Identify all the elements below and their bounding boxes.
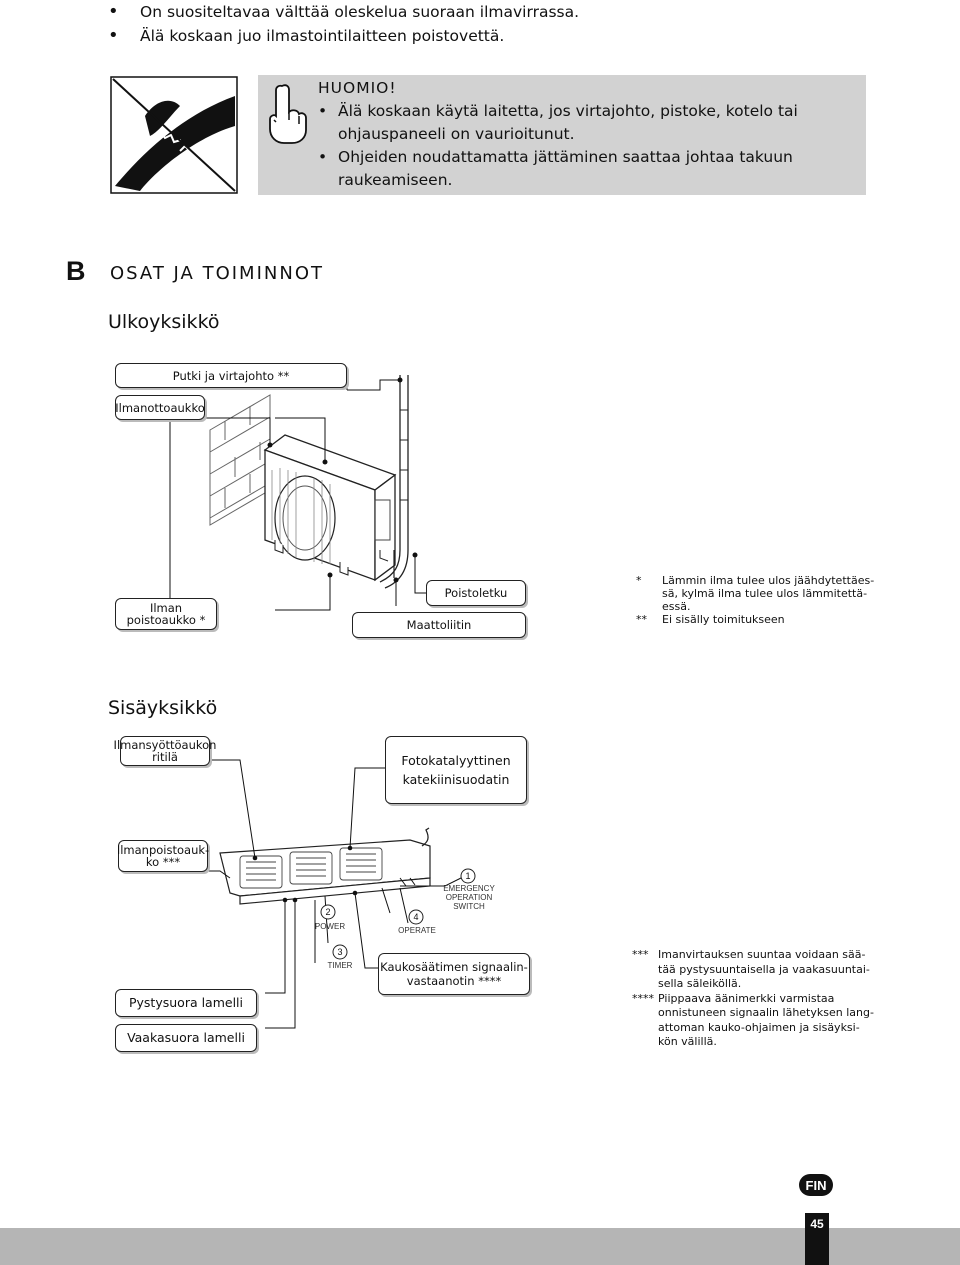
timer-label: TIMER (328, 961, 353, 970)
bullet-item: Älä koskaan juo ilmastointilaitteen pois… (108, 24, 579, 48)
warning-title: HUOMIO! (318, 79, 397, 97)
section-letter: B (66, 256, 86, 286)
pointing-hand-icon (269, 84, 307, 144)
panel-number: 1 (465, 871, 470, 881)
label-air-outlet-indoor: Ilmanpoistoauk- ko *** (116, 840, 210, 872)
panel-number: 4 (413, 912, 418, 922)
indoor-notes: *** Imanvirtauksen suuntaa voidaan sää- t… (632, 948, 882, 1048)
no-damaged-cable-icon (110, 76, 238, 194)
emergency-label: EMERGENCY (443, 884, 495, 893)
note-text: onnistuneen signaalin lähetyksen lang- (658, 1006, 874, 1019)
note-text: Ei sisälly toimitukseen (662, 613, 785, 626)
page-number: 45 (805, 1213, 829, 1265)
warning-item: Älä koskaan käytä laitetta, jos virtajoh… (318, 100, 858, 146)
emergency-label: SWITCH (453, 902, 485, 911)
indoor-unit-diagram: 1 2 4 3 EMERGENCY OPERATION SWITCH POWER… (205, 759, 495, 1029)
label-vertical-louver: Pystysuora lamelli (115, 989, 257, 1017)
section-title: OSAT JA TOIMINNOT (110, 263, 324, 284)
note-text: Imanvirtauksen suuntaa voidaan sää- (658, 948, 866, 961)
note-text: kön välillä. (658, 1035, 717, 1048)
label-air-outlet: Ilman poistoaukko * (115, 598, 217, 630)
label-line: Ilmanpoistoauk- (116, 843, 210, 857)
note-text: essä. (662, 600, 691, 613)
note-text: Piippaava äänimerkki varmistaa (658, 991, 835, 1005)
label-photocatalytic-filter: Fotokatalyyttinen katekiinisuodatin (385, 736, 527, 804)
label-horizontal-louver: Vaakasuora lamelli (115, 1024, 257, 1052)
operate-label: OPERATE (398, 926, 436, 935)
note-mark: ** (636, 613, 647, 626)
label-signal-receiver: Kaukosäätimen signaalin- vastaanotin ***… (378, 953, 530, 995)
label-drain-hose: Poistoletku (426, 580, 526, 606)
emergency-label: OPERATION (446, 893, 493, 902)
label-ground-terminal: Maattoliitin (352, 612, 526, 638)
label-line: ko *** (145, 855, 181, 869)
note-text: sella säleiköllä. (658, 977, 742, 990)
panel-number: 2 (325, 907, 330, 917)
note-text: sä, kylmä ilma tulee ulos lämmitettä- (662, 587, 868, 600)
label-line: ritilä (152, 750, 178, 764)
panel-number: 3 (337, 947, 342, 957)
label-line: katekiinisuodatin (402, 772, 510, 787)
bullet-item: On suositeltavaa välttää oleskelua suora… (108, 0, 579, 24)
outdoor-notes: * Lämmin ilma tulee ulos jäähdytettäes- s… (636, 574, 876, 634)
note-mark: * (636, 574, 642, 587)
note-text: attoman kauko-ohjaimen ja sisäyksi- (658, 1020, 860, 1034)
top-bullet-list: On suositeltavaa välttää oleskelua suora… (108, 0, 579, 48)
label-line: Fotokatalyyttinen (401, 753, 511, 768)
note-text: tää pystysuuntaisella ja vaakasuuntai- (658, 962, 870, 976)
note-text: Lämmin ilma tulee ulos jäähdytettäes- (662, 574, 875, 587)
note-mark: *** (632, 948, 649, 961)
power-label: POWER (315, 922, 345, 931)
outdoor-unit-diagram (169, 375, 430, 611)
language-badge: FIN (799, 1174, 833, 1196)
label-air-inlet: Ilmanottoaukko (115, 395, 205, 420)
warning-item: Ohjeiden noudattamatta jättäminen saatta… (318, 146, 858, 192)
outdoor-unit-title: Ulkoyksikkö (108, 311, 220, 333)
label-line: Ilmansyöttöaukon (113, 738, 217, 752)
label-line: Kaukosäätimen signaalin- (380, 960, 528, 974)
indoor-unit-title: Sisäyksikkö (108, 697, 218, 719)
label-line: vastaanotin **** (406, 974, 502, 988)
warning-list: Älä koskaan käytä laitetta, jos virtajoh… (318, 100, 858, 192)
label-intake-grille: Ilmansyöttöaukon ritilä (114, 736, 216, 766)
label-pipe-cable: Putki ja virtajohto ** (115, 363, 347, 388)
footer-bar (0, 1228, 960, 1265)
note-mark: **** (632, 991, 654, 1005)
